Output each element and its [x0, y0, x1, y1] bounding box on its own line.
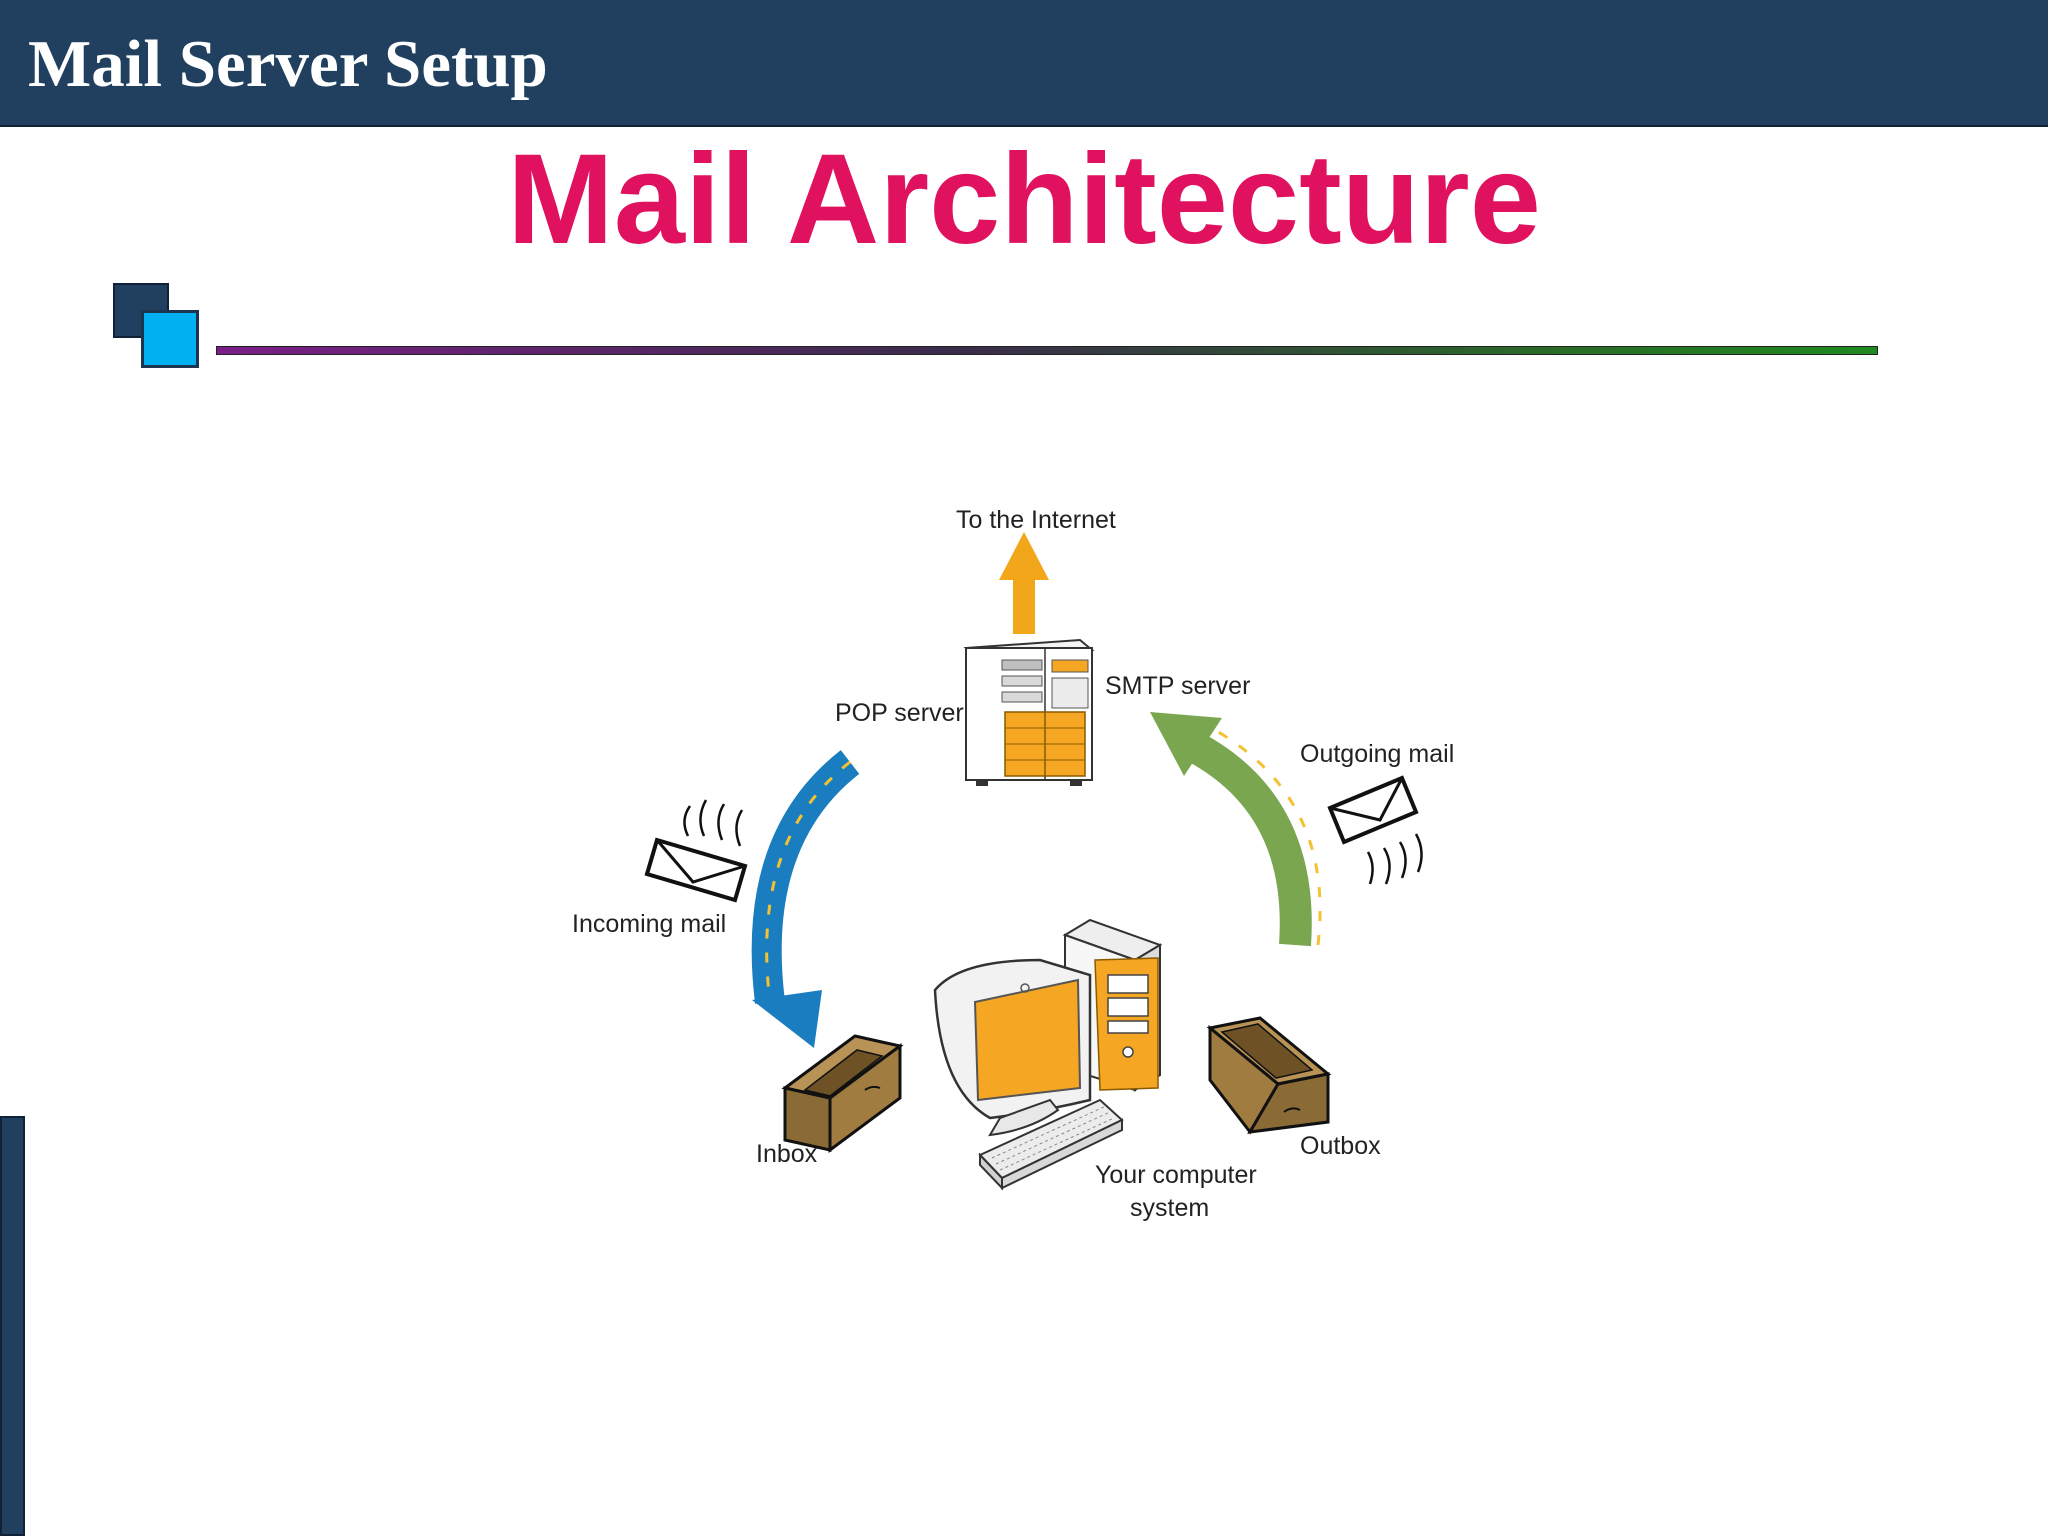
inbox-tray-icon	[781, 1034, 904, 1153]
title-divider	[216, 346, 1878, 355]
label-outgoing-mail: Outgoing mail	[1300, 740, 1454, 768]
label-pop-server: POP server	[835, 699, 964, 727]
internet-arrow	[999, 532, 1049, 634]
label-incoming-mail: Incoming mail	[572, 910, 726, 938]
slide-title: Mail Architecture	[507, 128, 1541, 271]
incoming-mail-envelope-icon	[644, 799, 748, 903]
header-bar: Mail Server Setup	[0, 0, 2048, 127]
label-your-computer: Your computer	[1095, 1161, 1257, 1189]
outbox-tray-icon	[1206, 1016, 1332, 1135]
left-accent-strip	[0, 1116, 25, 1536]
server-icon	[963, 638, 1095, 786]
header-title: Mail Server Setup	[28, 27, 548, 101]
label-outbox: Outbox	[1300, 1132, 1381, 1160]
label-smtp-server: SMTP server	[1105, 672, 1250, 700]
bullet-square-front	[141, 310, 199, 368]
label-computer-system: system	[1130, 1194, 1209, 1222]
outgoing-mail-envelope-icon	[1327, 775, 1423, 885]
computer-system-icon	[933, 918, 1163, 1191]
incoming-arrow	[751, 750, 860, 1048]
label-to-the-internet: To the Internet	[956, 506, 1116, 534]
label-inbox: Inbox	[756, 1140, 818, 1168]
outgoing-arrow	[1150, 712, 1322, 947]
